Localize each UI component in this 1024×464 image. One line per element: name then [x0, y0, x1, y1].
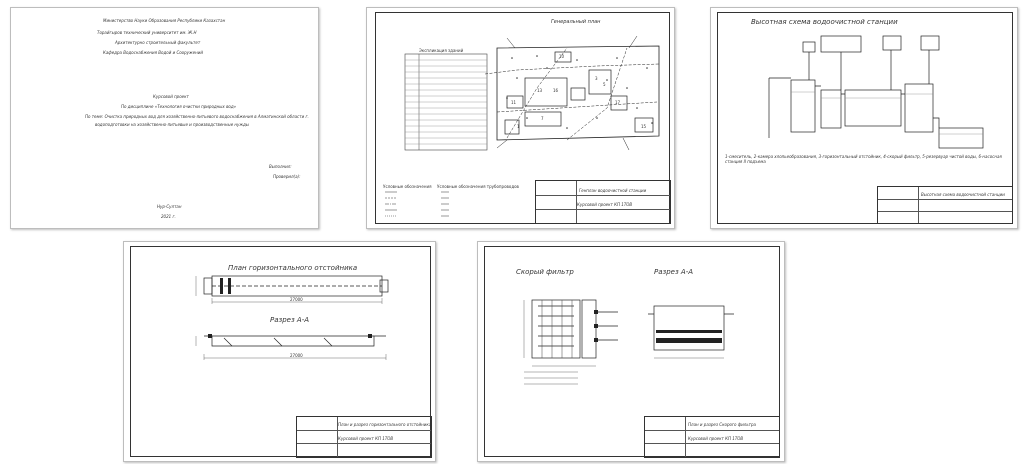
bldg-3: 3 [595, 76, 598, 81]
plan-sheet[interactable]: Генеральный план Экспликация зданий [366, 7, 675, 229]
bldg-13: 13 [537, 88, 543, 93]
scheme-stamp-title: Высотная схема водоочистной станции [921, 192, 1005, 197]
legend-title-pipes: Условные обозначения трубопроводов [437, 184, 519, 189]
buildings-table-title: Экспликация зданий [419, 48, 464, 53]
bldg-11: 11 [511, 100, 517, 105]
scheme-heading: Высотная схема водоочистной станции [751, 18, 898, 26]
discipline-line: По дисциплине «Технология очистки природ… [121, 104, 237, 109]
scheme-stamp [877, 186, 1013, 224]
settler-section: Разрез А-А [270, 316, 310, 324]
faculty-line: Архитектурно строительный факультет [115, 40, 201, 45]
ministry-line: Министерство Науки Образования Республик… [103, 18, 226, 23]
topic-line-2: водоподготовки на хозяйственно-питьевые … [95, 122, 249, 127]
bldg-5: 5 [603, 82, 606, 87]
filter-stamp-title: План и разрез Скорого фильтра [688, 422, 757, 427]
settler-heading: План горизонтального отстойника [228, 264, 358, 272]
bldg-7: 7 [541, 116, 544, 121]
bldg-15: 15 [641, 124, 647, 129]
filter-stamp-code: Курсовой проект КП 1ТОВ [688, 436, 744, 441]
author-label: Выполнил: [269, 164, 292, 169]
plan-drawing [385, 35, 660, 217]
bldg-17: 17 [615, 100, 621, 105]
scheme-drawing [768, 35, 984, 149]
filter-section: Разрез А-А [654, 268, 694, 276]
filter-sheet[interactable]: Скорый фильтр Разрез А-А [477, 241, 785, 462]
settler-dim-section: 27000 [290, 353, 303, 358]
plan-heading: Генеральный план [551, 19, 601, 25]
scheme-note: 1-смеситель, 2-камера хлопьеобразования,… [725, 154, 1002, 164]
settler-frame [130, 246, 431, 457]
bldg-10: 10 [559, 54, 565, 59]
plan-stamp-code: Курсовой проект КП 1ТОВ [577, 202, 633, 207]
city-line: Нур-Султан [157, 204, 182, 209]
title-sheet[interactable]: Министерство Науки Образования Республик… [10, 7, 319, 229]
settler-sheet[interactable]: План горизонтального отстойника Разрез А… [123, 241, 436, 462]
settler-drawing [195, 275, 389, 360]
plan-stamp-title: Генплан водоочистной станции [579, 188, 647, 193]
year-line: 2021 г. [161, 214, 176, 219]
department-line: Кафедра Водоснабжения Водой и Сооружений [103, 50, 203, 55]
settler-stamp [296, 416, 432, 458]
scheme-frame [717, 12, 1013, 224]
settler-stamp-title: План и разрез горизонтального отстойника [338, 422, 432, 427]
scheme-sheet[interactable]: Высотная схема водоочистной станции 1-см… [710, 7, 1018, 229]
bldg-1: 1 [517, 124, 520, 129]
filter-stamp [644, 416, 780, 458]
project-type: Курсовой проект [153, 94, 189, 99]
plan-frame [375, 12, 670, 224]
settler-dim-plan: 27000 [290, 297, 303, 302]
plan-stamp [535, 180, 671, 224]
reviewer-label: Проверил(а): [273, 174, 301, 179]
filter-drawing [523, 299, 734, 385]
filter-frame [484, 246, 780, 457]
university-line: Торайгыров технический университет им. Ж… [97, 30, 197, 35]
settler-stamp-code: Курсовой проект КП 1ТОВ [338, 436, 394, 441]
bldg-16: 16 [553, 88, 559, 93]
topic-line-1: По теме: Очистка природных вод для хозяй… [85, 114, 309, 119]
filter-heading: Скорый фильтр [516, 268, 574, 276]
legend-title: Условные обозначения [383, 184, 432, 189]
